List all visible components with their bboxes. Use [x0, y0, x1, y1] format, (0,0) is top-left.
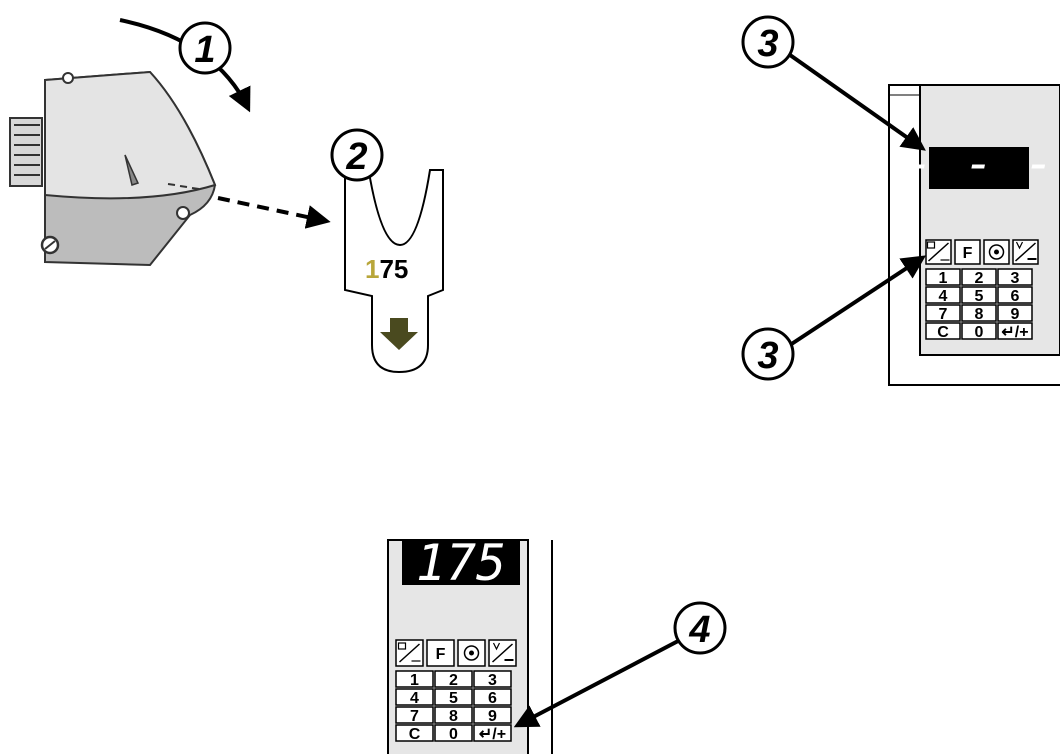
key-8[interactable]: 8 — [434, 706, 473, 725]
key-c[interactable]: C — [925, 322, 961, 341]
svg-text:3: 3 — [488, 672, 497, 689]
key-3[interactable]: 3 — [997, 268, 1033, 287]
key-6[interactable]: 6 — [997, 286, 1033, 305]
svg-text:8: 8 — [449, 708, 458, 725]
svg-text:↵/+: ↵/+ — [479, 726, 506, 743]
key-wrench-icon[interactable] — [983, 239, 1010, 265]
svg-text:8: 8 — [975, 306, 984, 323]
key-wind-speed-icon[interactable] — [488, 639, 517, 667]
key-1[interactable]: 1 — [395, 670, 434, 689]
arrow-to-keypad — [788, 255, 927, 347]
key-4[interactable]: 4 — [395, 688, 434, 707]
terminal-keypad[interactable]: F1 2 3 4 5 6 7 8 9C 0 ↵/+ — [925, 239, 1039, 341]
machine-ribs — [9, 117, 43, 187]
wrench-icon — [988, 244, 1005, 260]
key-2[interactable]: 2 — [961, 268, 997, 287]
callout-4: 4 — [673, 601, 727, 655]
svg-text:0: 0 — [449, 726, 458, 743]
key-9[interactable]: 9 — [997, 304, 1033, 323]
key-4[interactable]: 4 — [925, 286, 961, 305]
key-wind-speed-icon[interactable] — [1012, 239, 1039, 265]
arrow-to-enter-key — [513, 638, 681, 728]
indicator-slots — [167, 183, 200, 190]
key-manual-mode-icon[interactable] — [395, 639, 424, 667]
manual-mode-icon — [397, 642, 421, 663]
manual-mode-icon — [926, 241, 950, 262]
reading-arrow — [217, 196, 331, 229]
key-7[interactable]: 7 — [925, 304, 961, 323]
seed-drill-machine — [9, 70, 217, 267]
key-enter[interactable]: ↵/+ — [997, 322, 1033, 341]
svg-text:7: 7 — [939, 306, 948, 323]
wind-speed-icon — [1014, 241, 1037, 262]
terminal-keypad-2[interactable]: F1 2 3 4 5 6 7 8 9C 0 ↵/+ — [395, 639, 517, 743]
svg-text:3: 3 — [1011, 270, 1020, 287]
arrow-to-display — [788, 53, 926, 151]
key-8[interactable]: 8 — [961, 304, 997, 323]
svg-text:9: 9 — [1011, 306, 1020, 323]
key-wrench-icon[interactable] — [457, 639, 486, 667]
key-function-f[interactable]: F — [954, 239, 981, 265]
terminal-display-empty — [929, 147, 1029, 189]
key-9[interactable]: 9 — [473, 706, 512, 725]
key-function-f[interactable]: F — [426, 639, 455, 667]
svg-text:175: 175 — [416, 534, 506, 592]
svg-text:1: 1 — [939, 270, 948, 287]
svg-text:6: 6 — [488, 690, 497, 707]
svg-text:6: 6 — [1011, 288, 1020, 305]
wrench-icon — [463, 645, 480, 661]
svg-text:C: C — [937, 324, 949, 341]
key-6[interactable]: 6 — [473, 688, 512, 707]
callout-1: 1 — [178, 21, 232, 75]
key-0[interactable]: 0 — [961, 322, 997, 341]
svg-text:1: 1 — [410, 672, 419, 689]
dial-needle — [124, 154, 140, 186]
svg-text:1: 1 — [194, 29, 215, 71]
terminal-display-value — [402, 540, 520, 585]
svg-text:3: 3 — [757, 23, 778, 65]
svg-text:2: 2 — [345, 136, 367, 178]
key-2[interactable]: 2 — [434, 670, 473, 689]
svg-text:5: 5 — [449, 690, 458, 707]
svg-text:5: 5 — [975, 288, 984, 305]
svg-text:3: 3 — [757, 335, 778, 377]
key-enter[interactable]: ↵/+ — [473, 724, 512, 743]
key-7[interactable]: 7 — [395, 706, 434, 725]
setting-tag: 175 — [344, 159, 444, 374]
svg-text:C: C — [409, 726, 421, 743]
key-1[interactable]: 1 — [925, 268, 961, 287]
wind-speed-icon — [491, 642, 514, 663]
svg-text:↵/+: ↵/+ — [1001, 324, 1028, 341]
callout-2: 2 — [330, 128, 384, 182]
key-c[interactable]: C — [395, 724, 434, 743]
svg-text:4: 4 — [939, 288, 948, 305]
svg-text:2: 2 — [449, 672, 458, 689]
svg-text:0: 0 — [975, 324, 984, 341]
key-manual-mode-icon[interactable] — [925, 239, 952, 265]
callout-3-top: 3 — [741, 15, 795, 69]
svg-text:7: 7 — [410, 708, 419, 725]
key-0[interactable]: 0 — [434, 724, 473, 743]
key-5[interactable]: 5 — [434, 688, 473, 707]
callout-3-bottom: 3 — [741, 327, 795, 381]
tag-value: 175 — [365, 254, 408, 284]
svg-text:4: 4 — [410, 690, 419, 707]
key-3[interactable]: 3 — [473, 670, 512, 689]
key-5[interactable]: 5 — [961, 286, 997, 305]
svg-text:F: F — [436, 646, 446, 663]
svg-text:- - -: - - - — [904, 134, 1055, 192]
arrow-down-icon — [380, 318, 418, 350]
svg-text:2: 2 — [975, 270, 984, 287]
svg-text:F: F — [963, 245, 973, 262]
svg-text:4: 4 — [688, 609, 710, 651]
svg-text:9: 9 — [488, 708, 497, 725]
